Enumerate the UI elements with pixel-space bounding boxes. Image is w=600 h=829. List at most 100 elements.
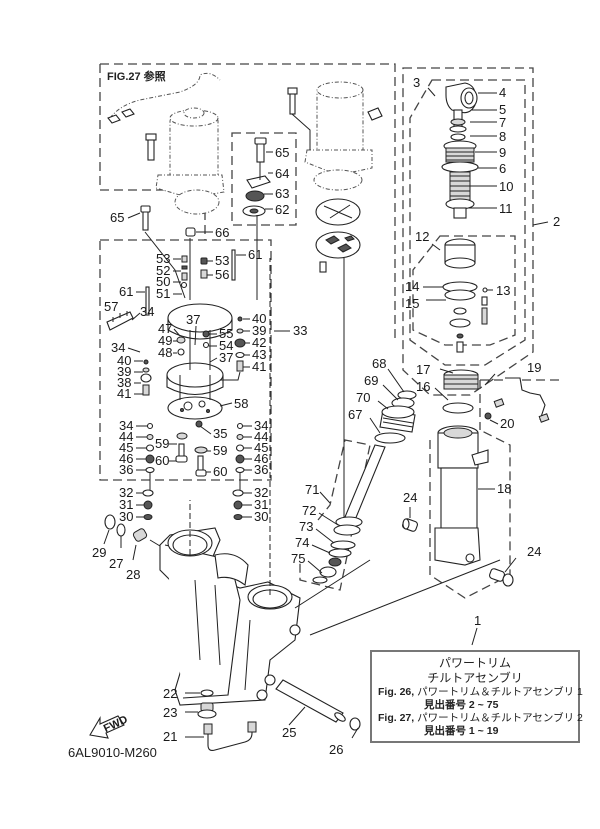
leader-lines [103,87,549,739]
callout-61b: 61 [119,284,133,299]
callout-60a: 60 [155,453,169,468]
legend-entry-fig27-ref: Fig. 27, [378,712,415,724]
callout-1: 1 [474,613,481,628]
callout-54: 54 [219,338,233,353]
callout-40a: 40 [252,311,266,326]
callout-48: 48 [158,345,172,360]
callout-63: 63 [275,186,289,201]
callout-32a: 32 [119,485,133,500]
valve-body-upper [106,249,236,340]
callout-53a: 53 [156,251,170,266]
callout-36a: 36 [119,462,133,477]
callout-69: 69 [364,373,378,388]
callout-73: 73 [299,519,313,534]
callout-11: 11 [499,201,513,216]
callout-30a: 30 [119,509,133,524]
callout-31b: 31 [254,497,268,512]
callout-34d: 34 [254,418,268,433]
callout-68: 68 [372,356,386,371]
trim-rod-assembly [312,390,417,584]
callout-46b: 46 [254,451,268,466]
group-box-12 [412,235,516,346]
callout-64: 64 [275,166,289,181]
group-box-19 [479,379,560,430]
callout-32b: 32 [254,485,268,500]
legend-title-line2: チルトアセンブリ [427,671,523,685]
callout-60b: 60 [213,464,227,479]
fwd-arrow-icon: FWD [89,714,130,739]
callout-24a: 24 [403,490,417,505]
callout-10: 10 [499,179,513,194]
legend-entry-fig26-name: パワートリム＆チルトアセンブリ 1 [417,686,583,698]
callout-8: 8 [499,129,506,144]
fig27-reference-note: FIG.27 参照 [107,71,166,83]
callout-59a: 59 [155,436,169,451]
callout-52: 52 [156,263,170,278]
callout-45a: 45 [119,440,133,455]
callout-40b: 40 [117,353,131,368]
callout-50: 50 [156,274,170,289]
callout-74: 74 [295,535,309,550]
legend-title-line1: パワートリム [438,656,511,670]
tilt-motor-reference-2 [287,81,383,530]
callout-47: 47 [158,321,172,336]
parts-27-29 [104,514,161,547]
callout-53b: 53 [215,253,229,268]
group-box-3 [409,79,526,366]
callout-31a: 31 [119,497,133,512]
callout-13: 13 [496,283,510,298]
callout-62: 62 [275,202,289,217]
legend-entry-fig26-ref: Fig. 26, [378,686,415,698]
callout-28: 28 [126,567,140,582]
callout-49: 49 [158,333,172,348]
legend-entry-fig27: Fig. 27, パワートリム＆チルトアセンブリ 2 [372,712,583,725]
callout-18: 18 [497,481,511,496]
callout-65a: 65 [275,145,289,160]
callout-34c: 34 [119,418,133,433]
callout-15: 15 [405,296,419,311]
callout-21: 21 [163,729,177,744]
callout-37a: 37 [186,312,200,327]
callout-37b: 37 [219,350,233,365]
callout-27: 27 [109,556,123,571]
callout-56: 56 [215,267,229,282]
legend-entry-fig27-name: パワートリム＆チルトアセンブリ 2 [417,712,583,724]
callout-7: 7 [499,115,506,130]
callout-34a: 34 [140,304,154,319]
callout-9: 9 [499,145,506,160]
callout-6: 6 [499,161,506,176]
callout-labels: 4 5 7 8 9 6 10 11 2 3 12 14 15 13 17 16 … [92,75,560,757]
callout-5: 5 [499,102,506,117]
legend-box: パワートリム チルトアセンブリ Fig. 26, パワートリム＆チルトアセンブリ… [370,650,583,743]
callout-72: 72 [302,503,316,518]
callout-39b: 39 [117,364,131,379]
callout-2: 2 [553,214,560,229]
valve-lower-parts [145,420,245,490]
callout-25: 25 [282,725,296,740]
callout-4: 4 [499,85,506,100]
group-box-2 [402,67,534,396]
callout-29: 29 [92,545,106,560]
callout-16: 16 [416,379,430,394]
callout-38: 38 [117,375,131,390]
callout-12: 12 [415,229,429,244]
fig27-reference-boundary [99,63,396,340]
callout-20: 20 [500,416,514,431]
callout-23: 23 [163,705,177,720]
callout-57: 57 [104,299,118,314]
callout-30b: 30 [254,509,268,524]
callout-35: 35 [213,426,227,441]
callout-55: 55 [219,326,233,341]
tilt-valve-assembly [441,82,488,353]
callout-65b: 65 [110,210,124,225]
callout-61a: 61 [248,247,262,262]
parts-21-23 [197,689,257,751]
callout-36b: 36 [254,462,268,477]
callout-58: 58 [234,396,248,411]
group-box-18 [429,429,511,599]
tilt-motor-reference [107,72,225,215]
drawing-code: 6AL9010-M260 [68,745,157,760]
callout-44b: 44 [254,429,268,444]
callout-3: 3 [413,75,420,90]
